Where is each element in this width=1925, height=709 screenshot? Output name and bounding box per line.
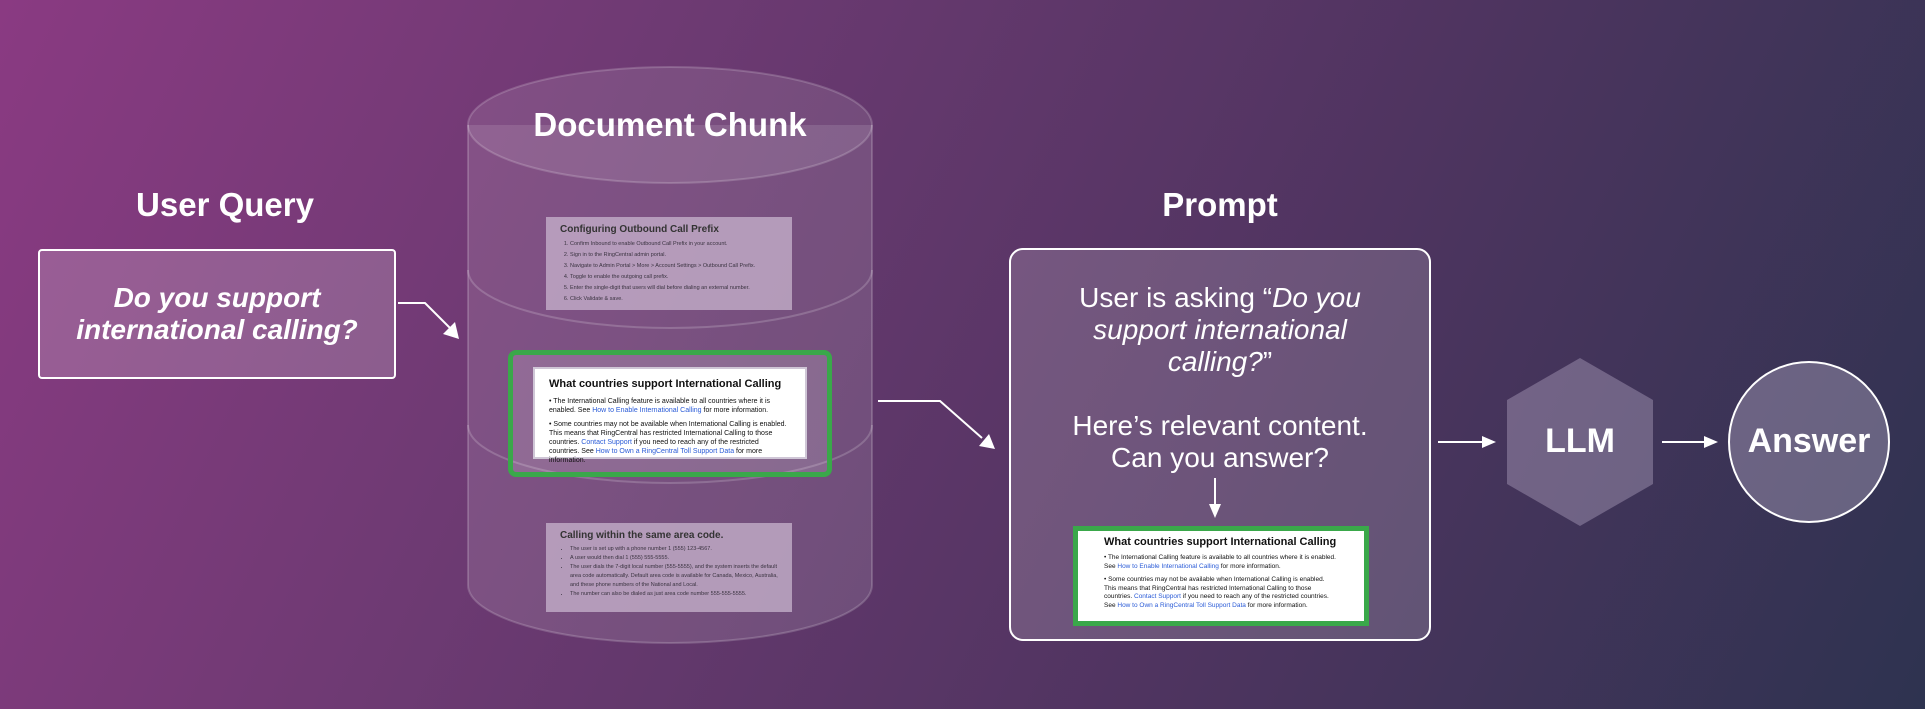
chunk-middle-link[interactable]: How to Enable International Calling [592,407,702,414]
user-query-text: Do you support international calling? [76,282,358,345]
prompt-chunk-para-1: • The International Calling feature is a… [1104,554,1336,570]
chunk-bottom-item: The number can also be dialed as just ar… [570,590,778,599]
chunk-bottom-item: The user is set up with a phone number 1… [570,545,778,554]
prompt-chunk-link[interactable]: Contact Support [1134,593,1181,600]
prompt-chunk-para-2: • Some countries may not be available wh… [1104,576,1329,609]
llm-hexagon [1507,358,1653,526]
answer-label: Answer [1747,422,1871,460]
chunk-bottom-title: Calling within the same area code. [560,530,724,541]
chunk-middle-title: What countries support International Cal… [549,378,782,390]
prompt-box: User is asking “Do you support internati… [1009,248,1431,641]
prompt-heading: Prompt [1162,186,1278,223]
prompt-chunk-link[interactable]: How to Own a RingCentral Toll Support Da… [1117,601,1246,609]
chunk-bottom-item: A user would then dial 1 (555) 555-5555. [570,554,778,563]
chunk-card-top: Configuring Outbound Call Prefix Confirm… [546,217,792,310]
answer-circle [1728,361,1890,523]
prompt-asking-text: User is asking “Do you support internati… [1079,282,1361,377]
chunk-top-item: Sign in to the RingCentral admin portal. [570,250,778,261]
chunk-top-item: Navigate to Admin Portal > More > Accoun… [570,261,778,272]
chunk-card-bottom: Calling within the same area code. The u… [546,523,792,612]
arrow-db-to-prompt [878,400,983,439]
chunk-middle-para-1: • The International Calling feature is a… [549,398,770,414]
chunk-middle-link[interactable]: How to Own a RingCentral Toll Support Da… [595,448,735,455]
prompt-chunk-card: What countries support International Cal… [1078,531,1364,621]
chunk-bottom-item: The user dials the 7-digit local number … [570,563,778,590]
chunk-top-title: Configuring Outbound Call Prefix [560,224,719,235]
chunk-card-middle-highlight: What countries support International Cal… [508,350,832,477]
arrow-query-to-db [398,302,453,331]
prompt-relevant-text: Here’s relevant content. Can you answer? [1072,410,1368,473]
user-query-box: Do you support international calling? [38,249,396,379]
prompt-chunk-title: What countries support International Cal… [1104,536,1337,548]
chunk-top-item: Confirm Inbound to enable Outbound Call … [570,239,778,250]
prompt-chunk-link[interactable]: How to Enable International Calling [1117,562,1219,570]
chunk-top-item: Enter the single-digit that users will d… [570,283,778,294]
chunk-middle-link[interactable]: Contact Support [581,439,632,446]
chunk-top-item: Click Validate & save. [570,294,778,305]
document-chunk-heading: Document Chunk [468,106,872,144]
llm-label: LLM [1545,422,1615,460]
chunk-middle-para-2: • Some countries may not be available wh… [549,421,787,464]
user-query-heading: User Query [136,186,314,223]
prompt-asking-question: Do you support international calling? [1093,282,1361,377]
chunk-card-middle: What countries support International Cal… [533,367,807,464]
prompt-chunk-highlight: What countries support International Cal… [1073,526,1369,626]
chunk-top-item: Toggle to enable the outgoing call prefi… [570,272,778,283]
